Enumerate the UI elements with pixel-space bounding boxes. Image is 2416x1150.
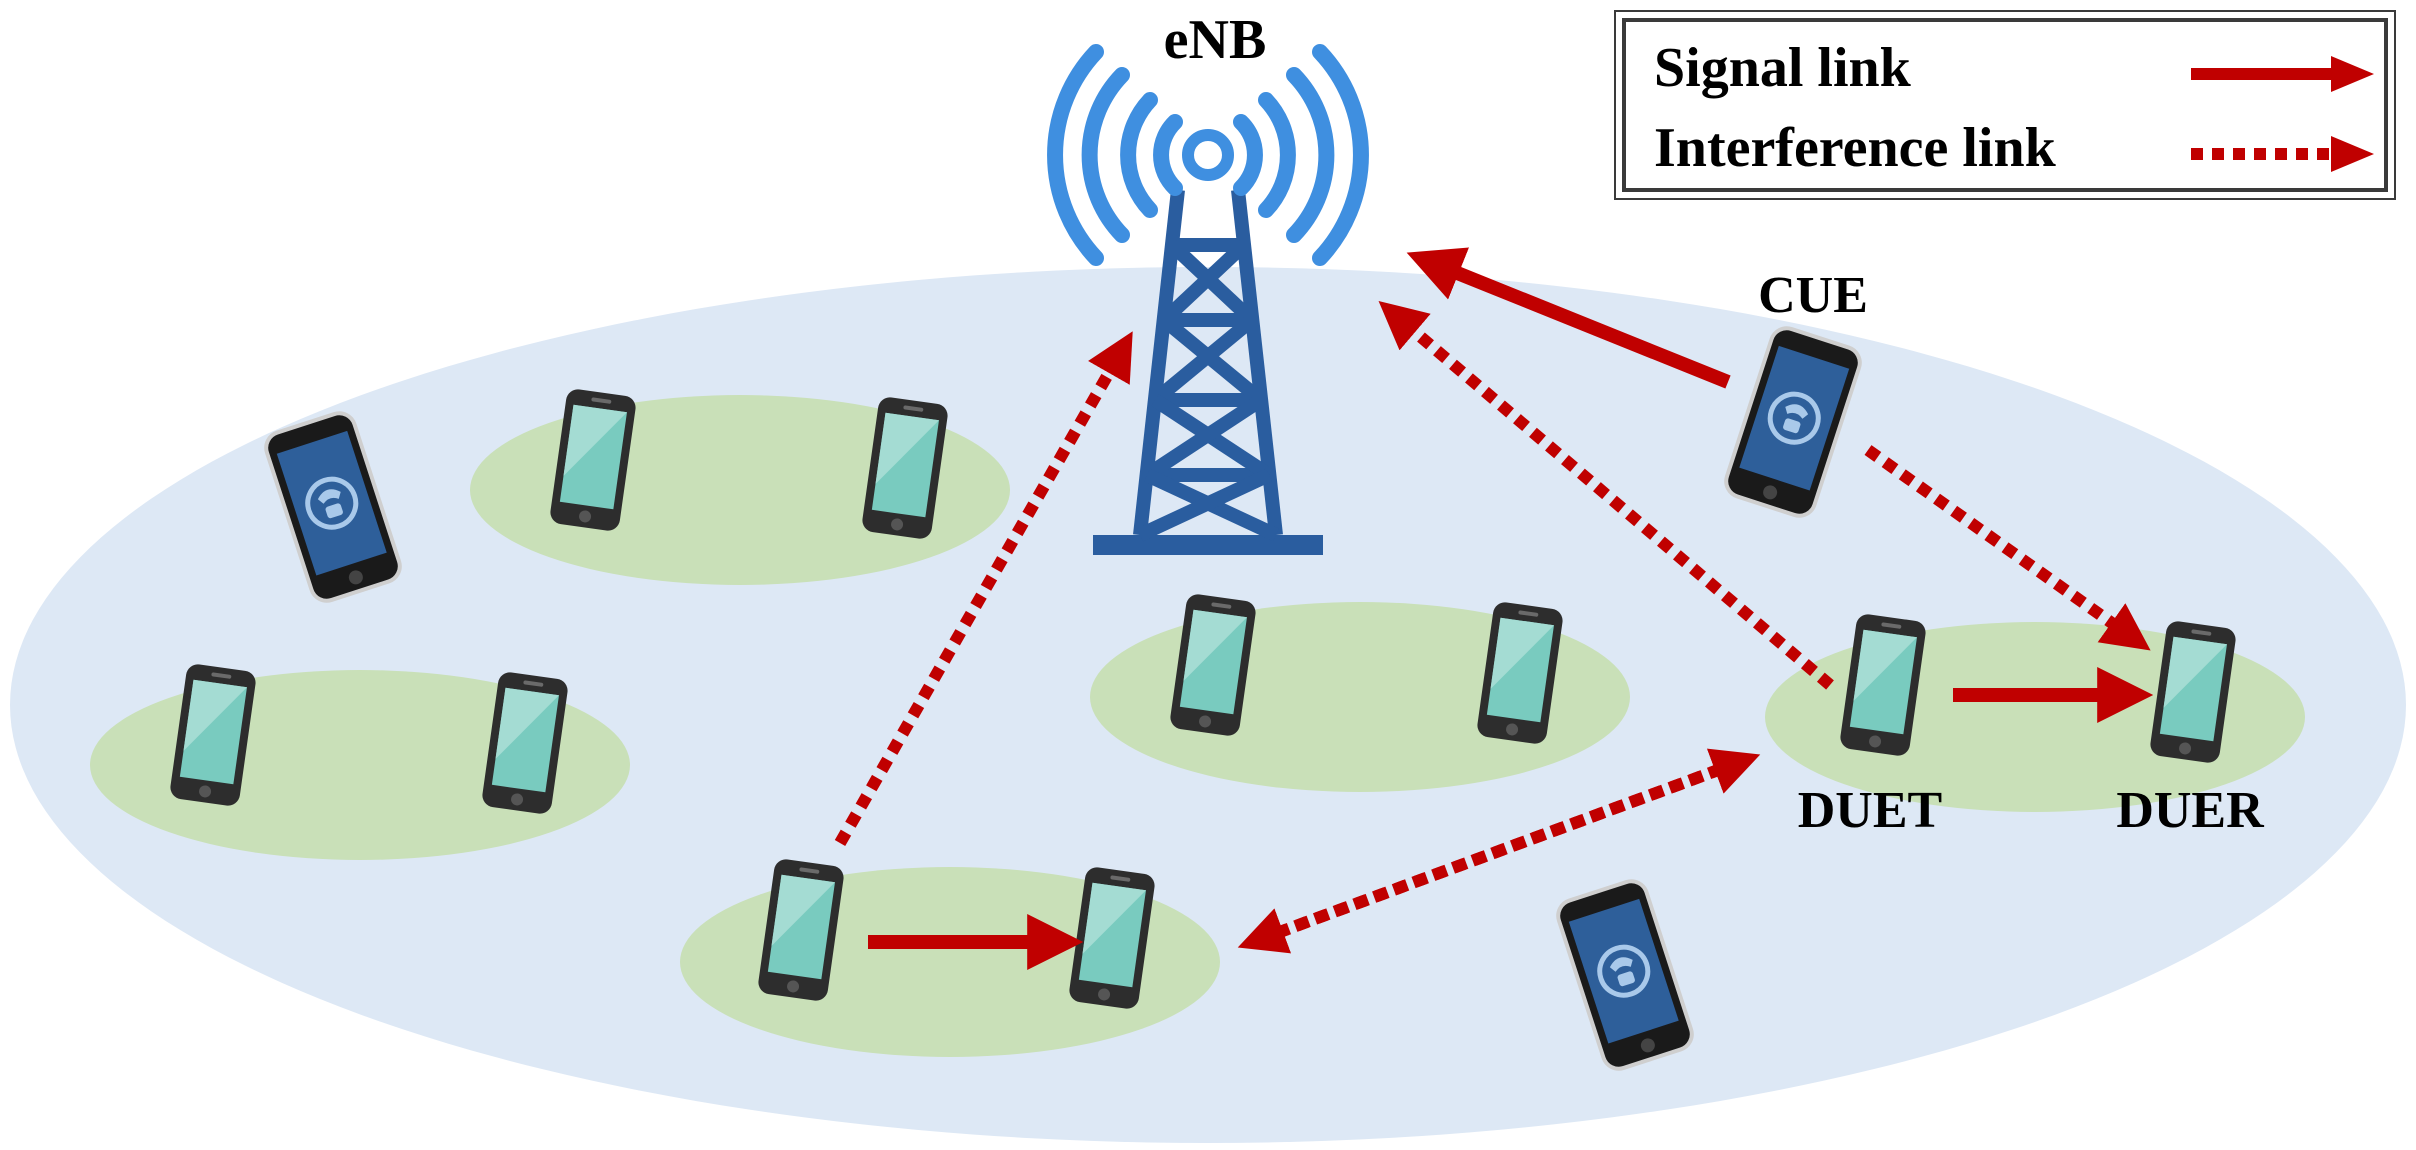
interference-link-d2d-to-enb — [834, 331, 1133, 846]
duer-label: DUER — [2116, 782, 2265, 839]
interference-link-duet-to-enb — [1378, 301, 1834, 690]
legend-signal-arrow — [2191, 56, 2374, 92]
legend-interference-label: Interference link — [1654, 117, 2056, 179]
cell-tower-icon — [1093, 189, 1323, 555]
legend-signal-label: Signal link — [1654, 37, 1911, 99]
legend: Signal link Interference link — [1614, 10, 2396, 200]
interference-link-d2d-to-duet — [1255, 748, 1761, 946]
signal-link-cue-to-enb — [1406, 247, 1731, 389]
signal-waves-icon — [1047, 44, 1369, 266]
links — [834, 247, 2154, 970]
cue-label: CUE — [1758, 267, 1868, 324]
enb-label: eNB — [1164, 9, 1267, 71]
legend-interference-arrow — [2191, 136, 2374, 172]
duet-label: DUET — [1798, 782, 1942, 839]
